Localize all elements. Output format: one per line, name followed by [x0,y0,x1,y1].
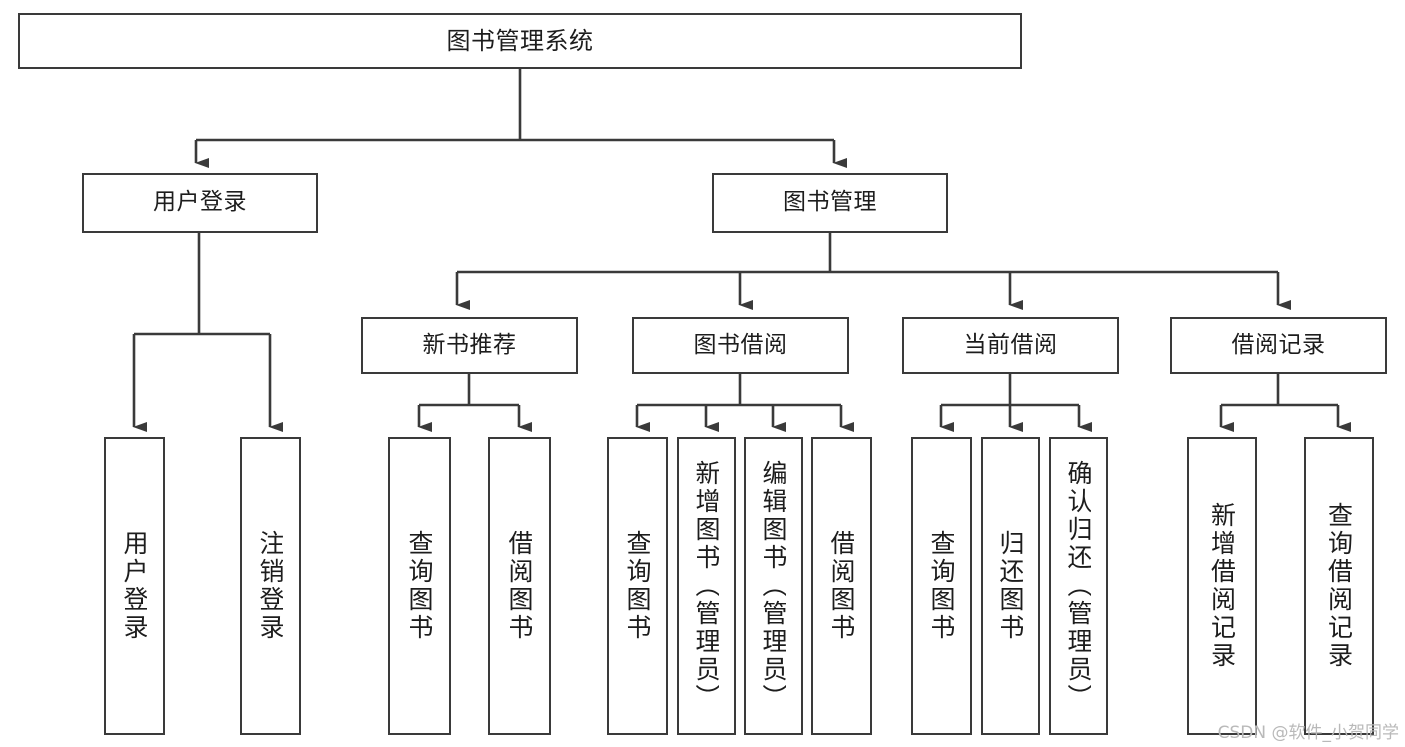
leaf-query-record[interactable]: 查询借阅记录 [1304,437,1374,735]
node-label: 编辑图书（管理员） [761,460,786,712]
node-current-borrow[interactable]: 当前借阅 [902,317,1119,374]
leaf-confirm-return[interactable]: 确认归还（管理员） [1049,437,1108,735]
node-label: 借阅图书 [507,530,532,642]
node-label: 查询借阅记录 [1326,502,1352,670]
node-label: 用户登录 [153,189,247,216]
node-label: 归还图书 [998,530,1023,642]
leaf-query-book-2[interactable]: 查询图书 [607,437,668,735]
node-label: 图书借阅 [693,331,788,358]
node-label: 图书管理系统 [446,26,594,55]
leaf-query-book-3[interactable]: 查询图书 [911,437,972,735]
leaf-logout-login[interactable]: 注销登录 [240,437,301,735]
node-book-manage[interactable]: 图书管理 [712,173,948,233]
leaf-add-book[interactable]: 新增图书（管理员） [677,437,736,735]
node-label: 借阅图书 [829,530,854,642]
node-label: 新书推荐 [422,331,517,358]
node-label: 查询图书 [625,530,650,642]
watermark-text: CSDN @软件_小贺同学 [1217,723,1399,743]
node-label: 借阅记录 [1231,331,1326,358]
node-label: 确认归还（管理员） [1066,460,1091,712]
node-label: 图书管理 [783,189,877,216]
leaf-return-book[interactable]: 归还图书 [981,437,1040,735]
node-label: 查询图书 [407,530,432,642]
leaf-add-record[interactable]: 新增借阅记录 [1187,437,1257,735]
node-label: 新增图书（管理员） [694,460,719,712]
node-new-book-rec[interactable]: 新书推荐 [361,317,578,374]
leaf-edit-book[interactable]: 编辑图书（管理员） [744,437,803,735]
node-label: 查询图书 [929,530,954,642]
node-label: 新增借阅记录 [1209,502,1235,670]
node-label: 当前借阅 [963,331,1058,358]
leaf-borrow-book-1[interactable]: 借阅图书 [488,437,551,735]
node-user-login[interactable]: 用户登录 [82,173,318,233]
node-root-system[interactable]: 图书管理系统 [18,13,1022,69]
node-borrow-record[interactable]: 借阅记录 [1170,317,1387,374]
node-label: 用户登录 [122,530,147,642]
node-label: 注销登录 [258,530,283,642]
leaf-user-login[interactable]: 用户登录 [104,437,165,735]
leaf-query-book-1[interactable]: 查询图书 [388,437,451,735]
leaf-borrow-book-2[interactable]: 借阅图书 [811,437,872,735]
node-book-borrow[interactable]: 图书借阅 [632,317,849,374]
